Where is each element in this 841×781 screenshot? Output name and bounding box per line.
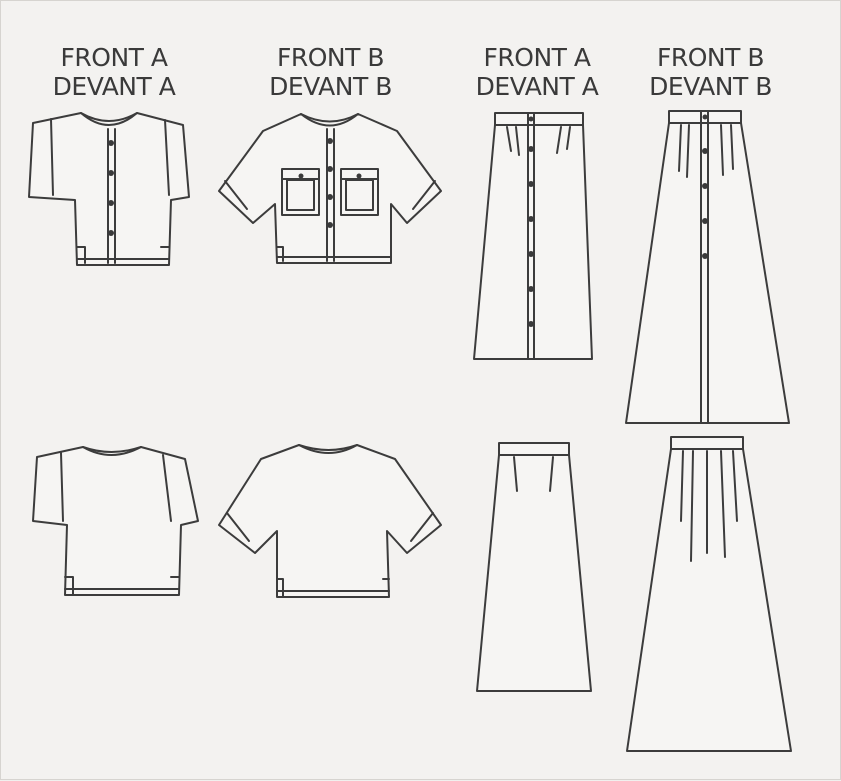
label-top-a-line1: FRONT A xyxy=(60,43,168,72)
label-skirt-a-line2: DEVANT A xyxy=(475,72,599,101)
label-top-b: FRONT B DEVANT B xyxy=(253,43,408,101)
label-top-b-line1: FRONT B xyxy=(277,43,385,72)
top-b-back-icon xyxy=(218,444,442,598)
label-skirt-a: FRONT A DEVANT A xyxy=(461,43,613,101)
skirt-a-front-icon xyxy=(473,112,593,360)
label-top-b-line2: DEVANT B xyxy=(269,72,392,101)
top-b-front-icon xyxy=(218,113,442,264)
skirt-a-back-icon xyxy=(476,442,592,692)
skirt-b-front-icon xyxy=(625,110,790,424)
label-top-a-line2: DEVANT A xyxy=(52,72,176,101)
label-top-a: FRONT A DEVANT A xyxy=(39,43,189,101)
label-skirt-b-line2: DEVANT B xyxy=(649,72,772,101)
label-skirt-b: FRONT B DEVANT B xyxy=(633,43,788,101)
label-skirt-a-line1: FRONT A xyxy=(483,43,591,72)
label-skirt-b-line1: FRONT B xyxy=(657,43,765,72)
top-a-back-icon xyxy=(32,446,199,596)
skirt-b-back-icon xyxy=(626,436,792,752)
top-a-front-icon xyxy=(28,112,190,266)
